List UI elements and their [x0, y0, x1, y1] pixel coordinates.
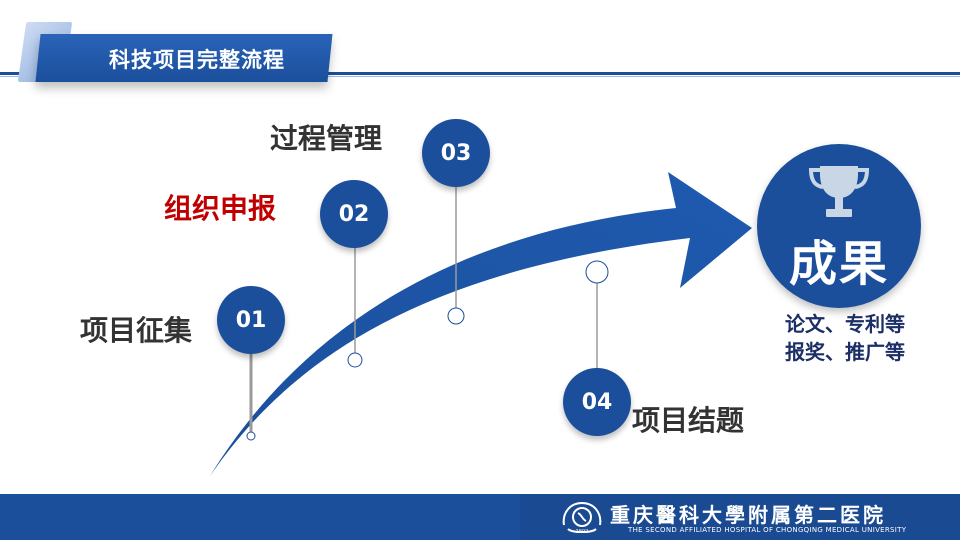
step-number-03: 03: [440, 140, 472, 166]
arrow-node-04: [585, 260, 609, 284]
emblem-year: 1892: [576, 529, 589, 535]
step-number-02: 02: [338, 201, 370, 227]
step-label-04: 项目结题: [632, 404, 745, 437]
step-number-01: 01: [235, 307, 267, 333]
arrow-node-01: [246, 431, 256, 441]
hospital-name-cn: 重庆醫科大學附属第二医院: [610, 503, 886, 527]
step-number-04: 04: [581, 389, 613, 415]
step-circle-02: 02: [320, 180, 388, 248]
curved-arrow: [210, 172, 752, 476]
step-circle-03: 03: [422, 119, 490, 187]
trophy-icon: [808, 166, 870, 217]
result-detail-line2: 报奖、推广等: [785, 340, 905, 364]
result-detail-line1: 论文、专利等: [785, 312, 905, 336]
title-rule-light: [0, 76, 960, 77]
result-title: 成果: [788, 236, 889, 292]
step-label-03: 过程管理: [270, 122, 383, 155]
result-detail: 论文、专利等 报奖、推广等: [770, 310, 920, 366]
arrow-node-03: [447, 307, 465, 325]
arrow-node-02: [347, 352, 363, 368]
page-title: 科技项目完整流程: [109, 48, 285, 72]
title-rule: [0, 72, 960, 75]
step-circle-04: 04: [563, 368, 631, 436]
step-label-02: 组织申报: [164, 192, 277, 225]
hospital-emblem-icon: 1892: [562, 501, 602, 535]
footer-logo-panel: [520, 494, 960, 540]
hospital-name-en: THE SECOND AFFILIATED HOSPITAL OF CHONGQ…: [628, 526, 907, 534]
step-circle-01: 01: [217, 286, 285, 354]
step-label-01: 项目征集: [80, 314, 193, 347]
